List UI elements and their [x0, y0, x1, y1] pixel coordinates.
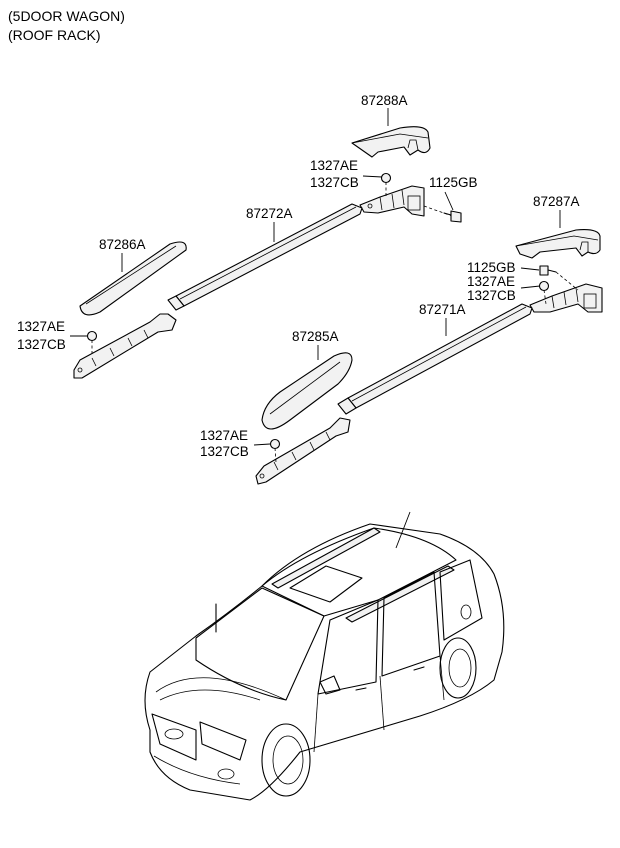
- rail-cover-87285A: [261, 352, 353, 430]
- label-1327AE-mid: 1327AE: [200, 428, 248, 443]
- end-cap-87287A: [515, 229, 601, 259]
- label-1327AE-top: 1327AE: [310, 158, 358, 173]
- diagram-title-line2: (ROOF RACK): [8, 27, 101, 43]
- label-1125GB-right: 1125GB: [467, 260, 516, 275]
- nut-1327-right: [538, 280, 550, 305]
- diagram-title-line1: (5DOOR WAGON): [8, 8, 125, 24]
- bracket-middle: [255, 417, 351, 485]
- leader-lines: [70, 108, 561, 446]
- label-87271A: 87271A: [419, 302, 466, 317]
- roof-rail-87271A: [337, 303, 533, 415]
- bolt-1125GB-top: [423, 205, 462, 223]
- label-1327AE-right: 1327AE: [467, 274, 515, 289]
- label-1327CB-right: 1327CB: [467, 288, 516, 303]
- nut-1327-left: [86, 330, 98, 354]
- label-1125GB-top: 1125GB: [429, 175, 478, 190]
- roof-rail-87272A: [167, 203, 363, 311]
- nut-1327-top: [380, 172, 392, 196]
- bracket-left: [73, 313, 177, 379]
- end-cap-87288A: [351, 126, 431, 158]
- nut-1327-middle: [269, 438, 281, 463]
- label-1327CB-top: 1327CB: [310, 175, 359, 190]
- label-87287A: 87287A: [533, 194, 580, 209]
- rail-cover-87286A: [79, 241, 187, 316]
- label-1327CB-mid: 1327CB: [200, 444, 249, 459]
- label-87285A: 87285A: [292, 329, 339, 344]
- label-87272A: 87272A: [246, 206, 293, 221]
- label-87286A: 87286A: [99, 237, 146, 252]
- bolt-1125GB-right: [539, 265, 579, 291]
- vehicle-illustration: [144, 511, 505, 801]
- bracket-top: [359, 185, 425, 217]
- label-1327AE-left: 1327AE: [17, 319, 65, 334]
- bracket-right: [529, 283, 603, 313]
- label-87288A: 87288A: [361, 93, 408, 108]
- label-1327CB-left: 1327CB: [17, 337, 66, 352]
